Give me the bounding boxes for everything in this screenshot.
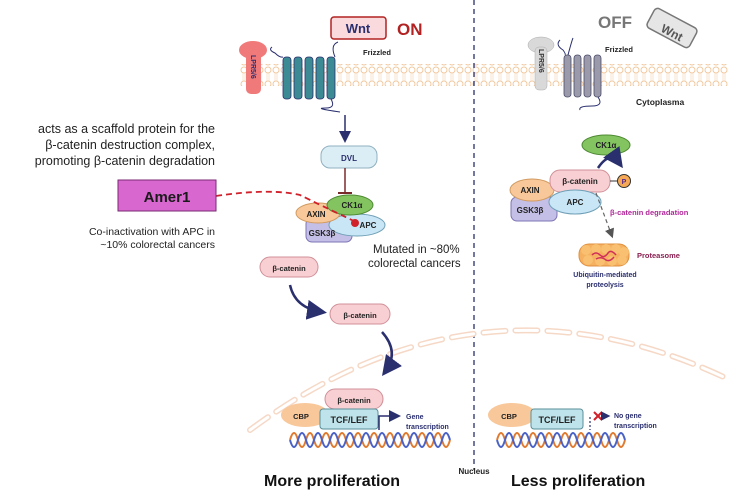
lpr56-label-off: LPR5/6	[537, 49, 544, 73]
apc-label-off: APC	[567, 198, 584, 207]
beta-catenin-cytoplasm-2	[329, 303, 391, 325]
cbp-label-on: CBP	[293, 412, 309, 421]
no-transcription-line1: No gene	[614, 413, 642, 420]
cytoplasm-label: Cytoplasma	[636, 97, 684, 107]
wnt-ligand-on	[330, 16, 387, 40]
dna-helix-off	[496, 432, 626, 448]
amer1-label: Amer1	[144, 189, 191, 206]
ck1a-label-on: CK1α	[342, 201, 363, 210]
dna-helix-on	[289, 432, 451, 448]
apc-mutation-note-line1: Mutated in ~80%	[373, 244, 460, 256]
dvl-label: DVL	[341, 154, 357, 163]
lpr56-label-on: LPR5/6	[249, 55, 256, 79]
amer1-apc-link	[215, 190, 357, 223]
wnt-label-on: Wnt	[346, 21, 371, 36]
wnt-ligand-off	[646, 7, 698, 49]
frizzled-label-on: Frizzled	[363, 48, 391, 57]
beta-catenin-label-off: β-catenin	[562, 177, 598, 186]
nucleus-label: Nucleus	[458, 467, 490, 476]
tcf-lef-label-on: TCF/LEF	[331, 415, 368, 425]
arrow-beta-catenin-1	[288, 284, 327, 320]
gene-transcription-line2: transcription	[406, 424, 449, 431]
axin-label-on: AXIN	[306, 210, 325, 219]
arrow-beta-catenin-2	[381, 331, 402, 377]
gene-transcription-arrow	[378, 410, 401, 430]
cbp-off	[488, 403, 536, 427]
amer1-description-line2: β-catenin destruction complex,	[45, 138, 215, 152]
phosphate-label: P	[622, 179, 627, 186]
gene-transcription-line1: Gene	[406, 414, 424, 421]
dvl-box	[320, 145, 378, 169]
cbp-label-off: CBP	[501, 412, 517, 421]
gsk3b-label-off: GSK3β	[517, 206, 544, 215]
blocked-transcription-icon	[593, 411, 611, 421]
degradation-arrow	[595, 192, 614, 239]
on-state-label: ON	[397, 20, 423, 39]
proteasome	[578, 243, 630, 267]
no-transcription-line2: transcription	[614, 423, 657, 430]
apc-mutation-note-line2: colorectal cancers	[368, 258, 461, 270]
lpr56-receptor-on	[239, 41, 267, 94]
phosphate-group	[617, 174, 631, 188]
frizzled-label-off: Frizzled	[605, 45, 633, 54]
beta-catenin-label-1: β-catenin	[272, 264, 306, 273]
proteolysis-label-line1: Ubiquitin-mediated	[573, 272, 636, 279]
axin-label-off: AXIN	[520, 186, 539, 195]
proteasome-label: Proteasome	[637, 251, 680, 260]
frizzled-receptor-off	[557, 37, 602, 111]
proteolysis-label-line2: proteolysis	[586, 282, 623, 289]
destruction-complex-off	[509, 169, 611, 222]
beta-catenin-label-nuclear: β-catenin	[337, 396, 371, 405]
tcf-lef-label-off: TCF/LEF	[539, 415, 576, 425]
frizzled-receptor-on	[270, 41, 341, 113]
tcf-lef-on	[319, 408, 379, 430]
cbp-on	[281, 403, 329, 427]
beta-catenin-label-2: β-catenin	[343, 311, 377, 320]
lpr56-receptor-off	[527, 36, 555, 91]
amer1-note-line2: ~10% colorectal cancers	[100, 239, 215, 251]
cell-membrane	[240, 64, 728, 86]
off-state-label: OFF	[598, 13, 632, 32]
gsk3b-label-on: GSK3β	[309, 229, 336, 238]
amer1-description-line3: promoting β-catenin degradation	[35, 154, 215, 168]
degradation-label: β-catenin degradation	[610, 208, 689, 217]
amer1-description-line1: acts as a scaffold protein for the	[38, 122, 215, 136]
apc-mutation-dot	[351, 219, 359, 227]
amer1-note-line1: Co-inactivation with APC in	[89, 226, 215, 238]
amer1-box	[117, 179, 217, 212]
ck1a-label-off: CK1α	[596, 141, 617, 150]
tcf-lef-off	[530, 408, 584, 430]
beta-catenin-cytoplasm-1	[259, 256, 319, 278]
phosphorylation-arrow	[596, 145, 623, 169]
outcome-off: Less proliferation	[511, 473, 645, 490]
outcome-on: More proliferation	[264, 473, 400, 490]
apc-label-on: APC	[360, 221, 377, 230]
